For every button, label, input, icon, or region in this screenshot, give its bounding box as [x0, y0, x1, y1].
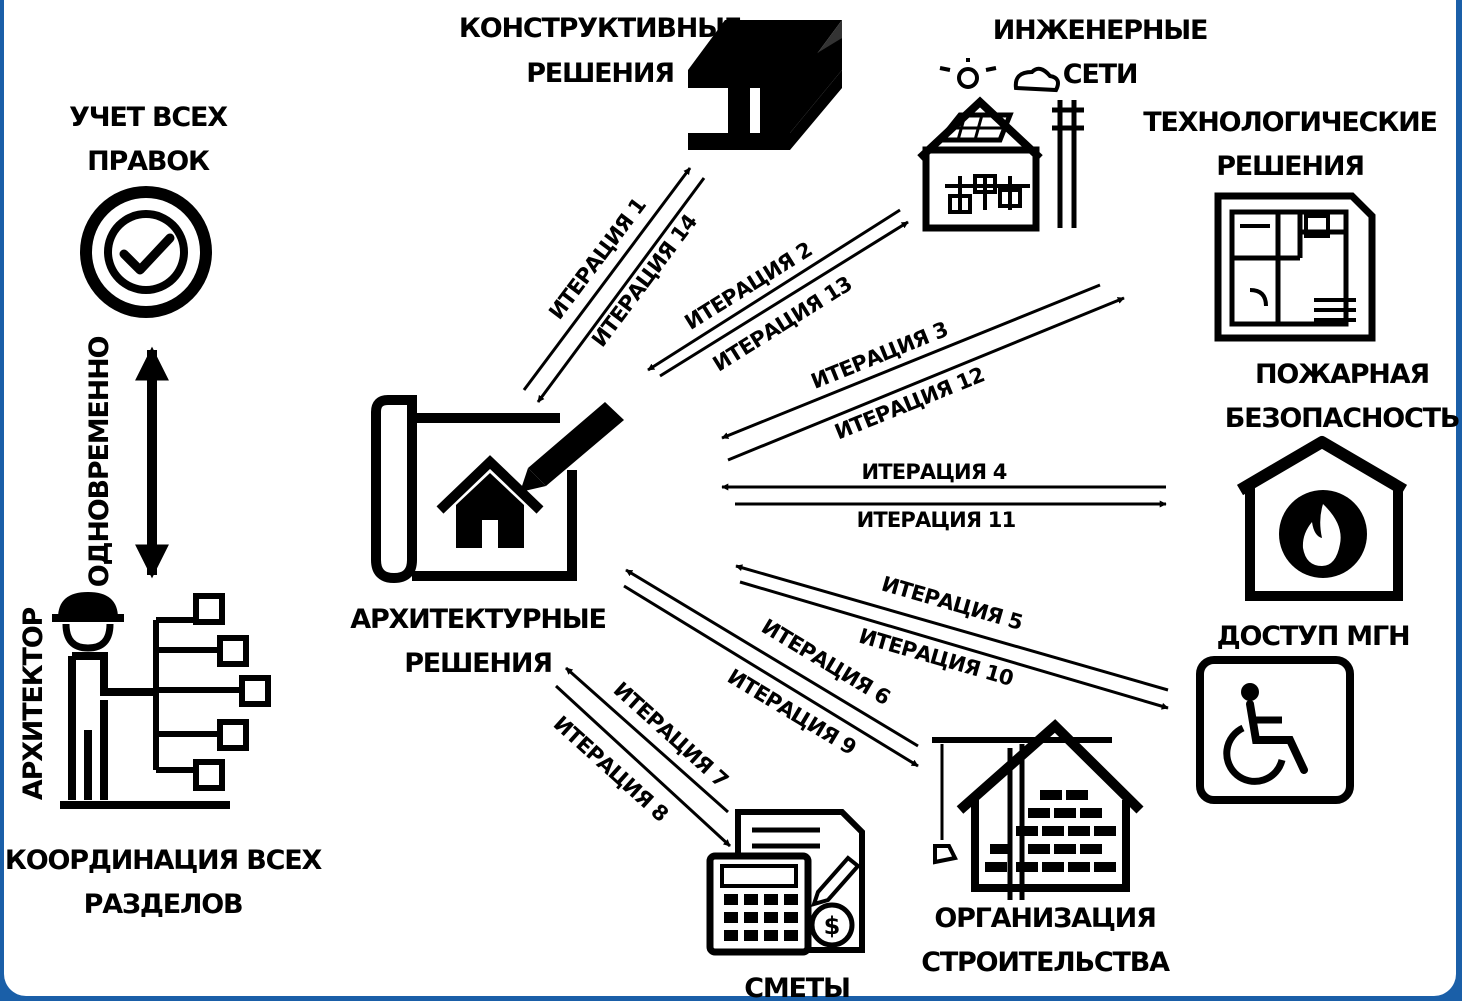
tracking-label-line1: УЧЕТ ВСЕХ: [69, 102, 228, 133]
estimates-icon: $: [706, 809, 865, 956]
construction-label-line1: ОРГАНИЗАЦИЯ: [934, 903, 1155, 934]
iteration-arrow-engineering-out: [659, 220, 909, 378]
wheelchair-access-icon: [1196, 656, 1354, 804]
engineering-label-line2: СЕТИ: [1063, 59, 1137, 90]
simultaneous-label: ОДНОВРЕМЕННО: [84, 337, 115, 588]
fire-label-line2: БЕЗОПАСНОСТЬ: [1225, 403, 1459, 434]
iteration-arrow-estimates-back: [565, 666, 729, 814]
iteration-arrow-structural-back: [536, 177, 706, 403]
iteration-arrow-structural-out: [522, 167, 692, 391]
iteration-label-5: ИТЕРАЦИЯ 5: [879, 572, 1025, 635]
iteration-arrow-construction-out: [623, 584, 919, 768]
i-beam-icon: [688, 20, 842, 150]
architect-role-label: АРХИТЕКТОР: [18, 608, 49, 801]
engineering-house-icon: [917, 58, 1084, 232]
mgn-label: ДОСТУП МГН: [1217, 621, 1410, 652]
tracking-label-line2: ПРАВОК: [87, 146, 210, 177]
floor-plan-icon: [1214, 192, 1376, 342]
iteration-arrow-mgn-back: [735, 564, 1169, 692]
certification-badge-icon: [80, 186, 212, 318]
construction-icon: [932, 719, 1144, 900]
iteration-arrow-technological-back: [721, 283, 1101, 440]
iteration-arrow-estimates-out: [554, 684, 732, 848]
technological-label-line2: РЕШЕНИЯ: [1216, 151, 1364, 182]
iteration-arrow-construction-back: [625, 568, 919, 748]
center-label-line2: РЕШЕНИЯ: [404, 648, 552, 679]
blueprint-icon: [371, 395, 624, 584]
fire-safety-icon: [1236, 436, 1408, 601]
iteration-label-4: ИТЕРАЦИЯ 4: [861, 460, 1006, 484]
iteration-arrow-technological-out: [727, 296, 1125, 462]
technological-label-line1: ТЕХНОЛОГИЧЕСКИЕ: [1143, 107, 1437, 138]
coordination-label-line1: КООРДИНАЦИЯ ВСЕХ: [5, 845, 323, 876]
iteration-labels: ИТЕРАЦИЯ 1 ИТЕРАЦИЯ 14 ИТЕРАЦИЯ 2 ИТЕРАЦ…: [544, 194, 1025, 827]
structural-label-line1: КОНСТРУКТИВНЫЕ: [459, 13, 741, 44]
iteration-arrow-engineering-back: [647, 208, 901, 372]
diagram-card: [4, 0, 1456, 996]
iteration-label-11: ИТЕРАЦИЯ 11: [857, 508, 1016, 532]
estimates-label: СМЕТЫ: [744, 973, 850, 1001]
fire-label-line1: ПОЖАРНАЯ: [1255, 359, 1429, 390]
iteration-arrow-mgn-out: [739, 580, 1169, 710]
architect-person-icon: [52, 592, 271, 809]
structural-label-line2: РЕШЕНИЯ: [526, 58, 674, 89]
construction-label-line2: СТРОИТЕЛЬСТВА: [921, 947, 1170, 978]
engineering-label-line1: ИНЖЕНЕРНЫЕ: [993, 15, 1208, 46]
iteration-arrows: [522, 167, 1169, 848]
svg-text:$: $: [824, 912, 841, 940]
coordination-label-line2: РАЗДЕЛОВ: [84, 889, 243, 920]
center-label-line1: АРХИТЕКТУРНЫЕ: [350, 604, 605, 635]
